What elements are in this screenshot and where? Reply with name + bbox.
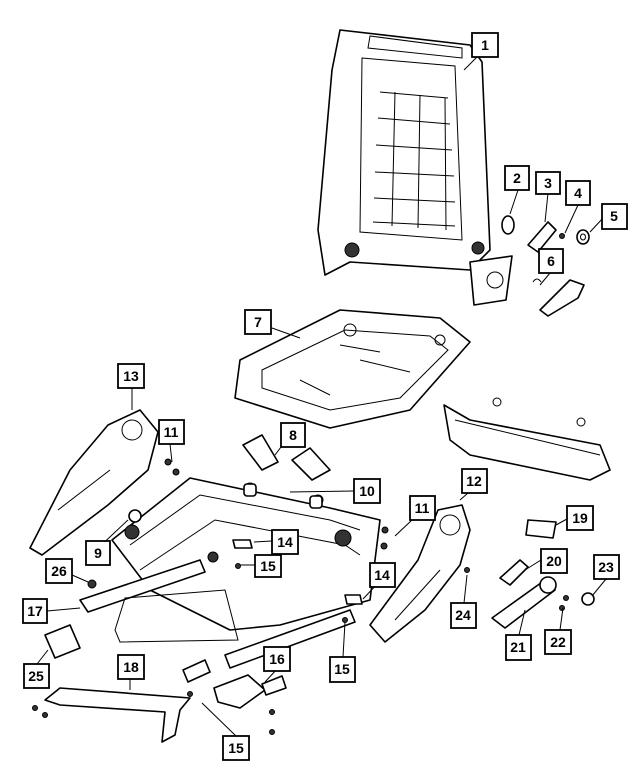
- callout-11-right: 11: [409, 495, 436, 521]
- seat-back-frame: [317, 29, 513, 306]
- callout-7: 7: [244, 309, 272, 335]
- fasteners: [87, 458, 389, 623]
- callout-8-label: 8: [289, 427, 297, 443]
- callout-19: 19: [566, 505, 594, 531]
- callout-2: 2: [504, 165, 530, 191]
- callout-17-label: 17: [27, 603, 43, 619]
- callout-9: 9: [85, 540, 111, 566]
- bushing-2: [501, 215, 515, 235]
- callout-11-right-label: 11: [415, 500, 430, 516]
- callout-22-label: 22: [550, 634, 566, 650]
- callout-12-label: 12: [466, 473, 482, 489]
- callout-17: 17: [22, 598, 48, 624]
- callout-11-left: 11: [158, 419, 185, 445]
- callout-23: 23: [593, 554, 620, 580]
- callout-6: 6: [538, 248, 564, 274]
- brackets-8: [242, 434, 331, 481]
- callout-14-upper: 14: [271, 529, 299, 555]
- pin-26: [87, 579, 97, 589]
- bracket-16: [213, 674, 266, 709]
- callout-16-label: 16: [269, 651, 285, 667]
- callout-19-label: 19: [572, 510, 588, 526]
- callout-20-label: 20: [546, 553, 562, 569]
- callout-5-label: 5: [610, 208, 618, 224]
- callout-15-bottom: 15: [222, 735, 250, 761]
- callout-14-lower: 14: [369, 562, 396, 588]
- clip-6: [532, 278, 542, 283]
- lower-brackets: [32, 624, 287, 743]
- callout-25-label: 25: [28, 668, 44, 684]
- nut-5: [576, 229, 590, 245]
- callout-7-label: 7: [254, 314, 262, 330]
- screw-22: [563, 595, 569, 601]
- bezel-20: [499, 559, 529, 586]
- screw-24: [464, 567, 470, 573]
- side-trim-bar: [443, 397, 611, 481]
- callout-10: 10: [353, 478, 381, 504]
- callout-5: 5: [601, 203, 628, 230]
- recliner-hardware: [501, 215, 590, 317]
- callout-14-upper-label: 14: [277, 534, 293, 550]
- cover-25: [44, 624, 81, 659]
- callout-4-label: 4: [574, 185, 582, 201]
- bar-18: [44, 687, 191, 743]
- screw-4: [559, 233, 565, 239]
- callout-22: 22: [544, 629, 572, 655]
- callout-3-label: 3: [544, 175, 552, 191]
- callout-9-label: 9: [94, 545, 102, 561]
- callout-20: 20: [540, 548, 568, 574]
- nut-23: [581, 592, 595, 606]
- callout-2-label: 2: [513, 170, 521, 186]
- callout-8: 8: [280, 422, 306, 448]
- callout-16: 16: [263, 646, 291, 672]
- cover-19: [525, 519, 557, 539]
- seat-cushion-pan: [234, 309, 471, 429]
- outer-shield-13: [29, 409, 159, 556]
- callout-24-label: 24: [455, 607, 471, 623]
- recliner-cover-6: [539, 279, 585, 317]
- callout-26-label: 26: [51, 563, 67, 579]
- callout-11-left-label: 11: [164, 424, 179, 440]
- callout-18: 18: [117, 654, 145, 680]
- callout-4: 4: [565, 180, 591, 206]
- inner-shield-12: [369, 504, 471, 643]
- callout-15-upper-label: 15: [260, 558, 276, 574]
- callout-12: 12: [461, 468, 488, 494]
- callout-6-label: 6: [547, 253, 555, 269]
- callout-15-bottom-label: 15: [228, 740, 244, 756]
- callout-3: 3: [535, 171, 561, 195]
- callout-1: 1: [471, 32, 499, 58]
- callout-10-label: 10: [359, 483, 375, 499]
- callout-24: 24: [450, 602, 477, 629]
- callout-21-label: 21: [510, 639, 526, 655]
- callout-13-label: 13: [123, 368, 139, 384]
- inner-handle-hardware: [464, 519, 595, 629]
- callout-23-label: 23: [598, 559, 614, 575]
- callout-15-middle: 15: [329, 656, 356, 683]
- callout-1-label: 1: [481, 37, 489, 53]
- callout-13: 13: [117, 363, 145, 389]
- callout-15-middle-label: 15: [334, 661, 350, 677]
- callout-25: 25: [23, 663, 50, 689]
- callout-15-upper: 15: [254, 554, 282, 578]
- handle-3: [527, 221, 557, 253]
- callout-14-lower-label: 14: [374, 567, 390, 583]
- callout-21: 21: [505, 634, 532, 661]
- seat-track-assembly: [79, 477, 381, 669]
- callout-boxes: 1 2 3 4 5 6 7 8 9 10 11 11 12 13 14 14 1…: [22, 32, 628, 761]
- callout-18-label: 18: [123, 659, 139, 675]
- callout-26: 26: [45, 558, 73, 584]
